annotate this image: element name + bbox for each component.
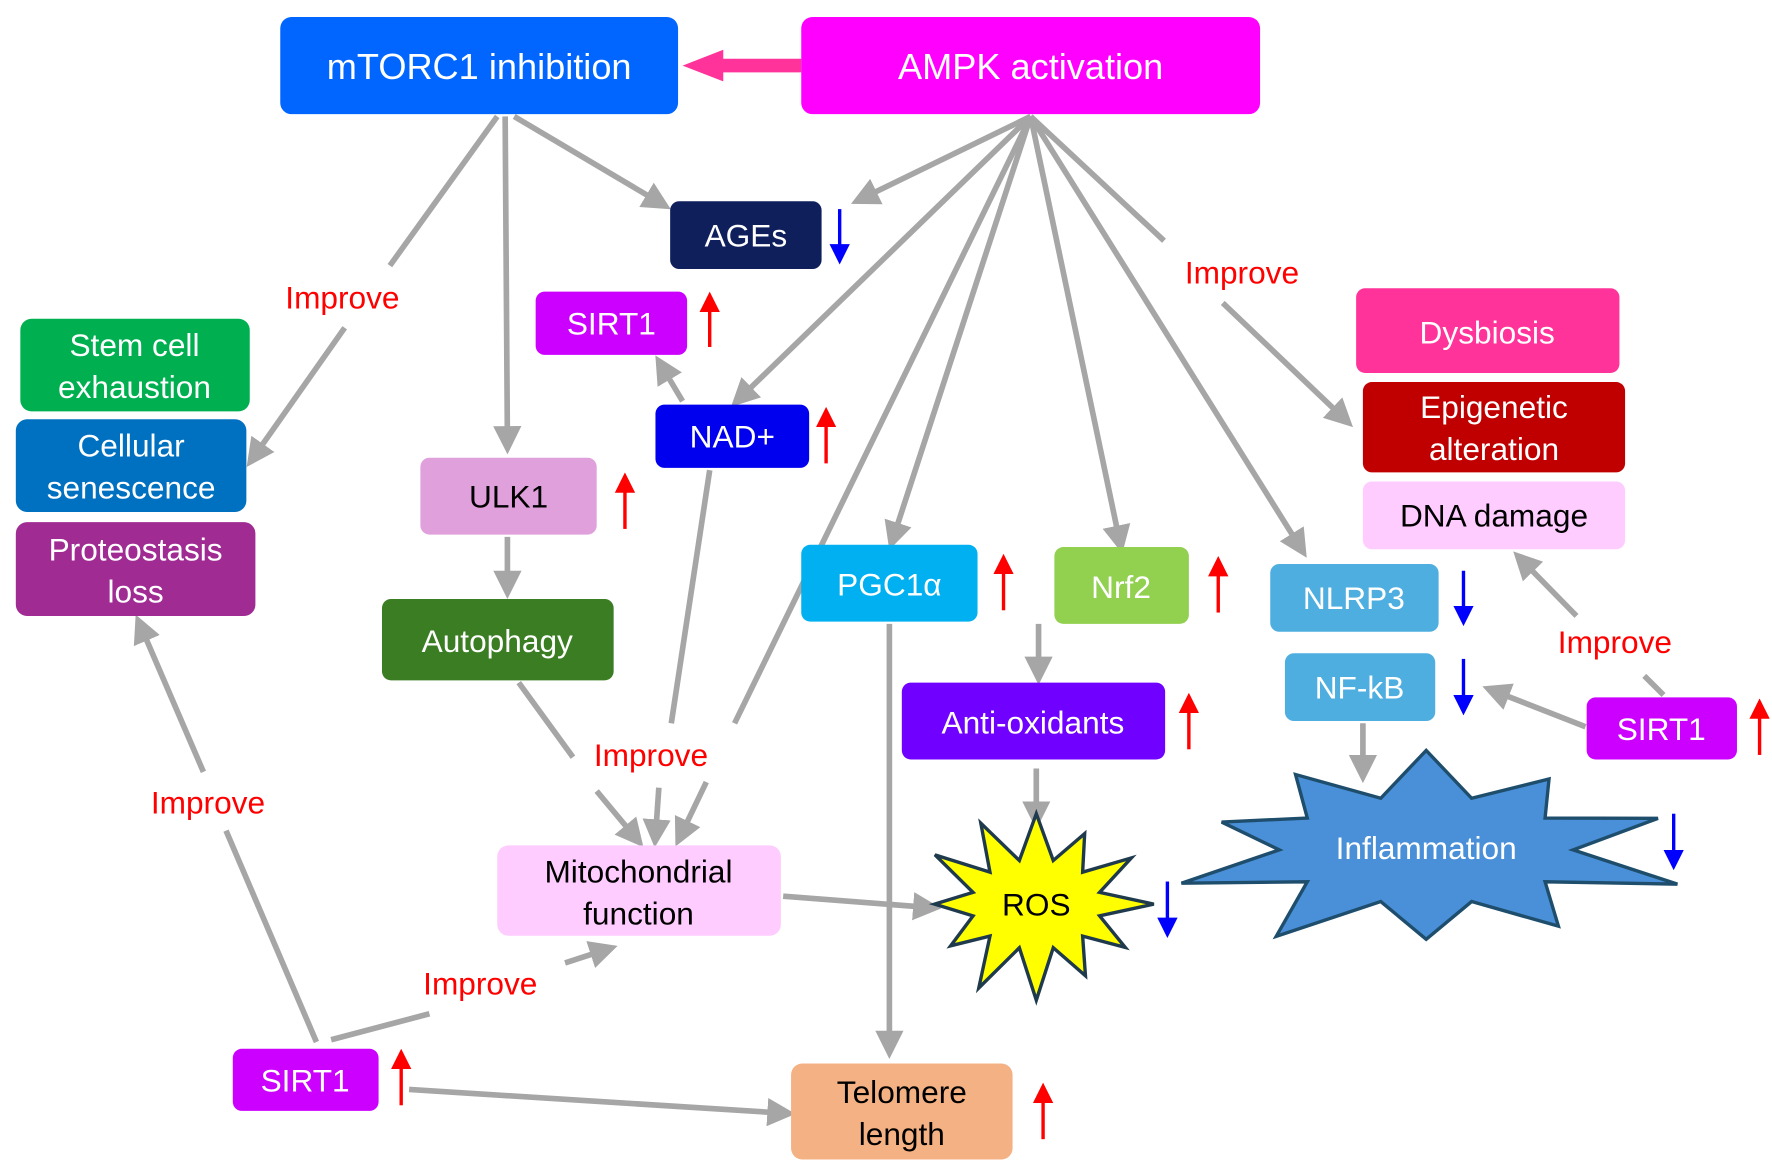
- node-proteostasis-loss: Proteostasis loss: [15, 522, 256, 616]
- node-nad: NAD+: [655, 404, 810, 468]
- node-sirt1-bottom: SIRT1: [232, 1048, 379, 1111]
- node-stem-cell-exhaustion: Stem cell exhaustion: [20, 318, 250, 412]
- ampk-to-mtorc1-arrow: [682, 49, 802, 82]
- svg-text:Nrf2: Nrf2: [1091, 569, 1151, 605]
- svg-text:mTORC1 inhibition: mTORC1 inhibition: [327, 46, 632, 87]
- node-epigenetic-alteration: Epigenetic alteration: [1362, 382, 1626, 473]
- improve-label: Improve: [151, 785, 265, 821]
- svg-text:Anti-oxidants: Anti-oxidants: [941, 704, 1124, 740]
- node-nlrp3: NLRP3: [1270, 563, 1439, 632]
- svg-text:exhaustion: exhaustion: [58, 369, 211, 405]
- svg-text:AGEs: AGEs: [705, 217, 788, 253]
- node-autophagy: Autophagy: [381, 598, 614, 681]
- node-sirt1-top: SIRT1: [535, 291, 688, 355]
- node-nrf2: Nrf2: [1054, 547, 1189, 624]
- connector-arrows: [133, 113, 1666, 1127]
- svg-text:Stem cell: Stem cell: [69, 327, 199, 363]
- svg-text:length: length: [859, 1116, 945, 1152]
- svg-text:Proteostasis: Proteostasis: [49, 532, 223, 568]
- node-ros: ROS: [928, 808, 1155, 1006]
- svg-text:PGC1α: PGC1α: [837, 567, 941, 603]
- node-inflammation: Inflammation: [1180, 747, 1678, 942]
- change-indicators: [391, 209, 1770, 1140]
- svg-text:senescence: senescence: [47, 469, 216, 505]
- svg-text:Mitochondrial: Mitochondrial: [544, 854, 732, 890]
- improve-label: Improve: [423, 966, 537, 1002]
- node-antioxidants: Anti-oxidants: [901, 682, 1166, 760]
- svg-text:Cellular: Cellular: [77, 428, 184, 464]
- svg-text:alteration: alteration: [1429, 431, 1559, 467]
- node-dysbiosis: Dysbiosis: [1356, 288, 1620, 373]
- svg-text:NLRP3: NLRP3: [1303, 580, 1405, 616]
- svg-text:Autophagy: Autophagy: [422, 623, 573, 659]
- node-nfkb: NF-kB: [1284, 653, 1436, 722]
- svg-text:Dysbiosis: Dysbiosis: [1420, 315, 1555, 351]
- node-ulk1: ULK1: [420, 457, 597, 535]
- improve-label: Improve: [594, 737, 708, 773]
- node-telomere-length: Telomere length: [791, 1063, 1013, 1160]
- node-ages: AGEs: [670, 201, 822, 270]
- node-cellular-senescence: Cellular senescence: [15, 419, 247, 512]
- node-pgc1a: PGC1α: [801, 544, 978, 622]
- svg-text:SIRT1: SIRT1: [1617, 711, 1706, 747]
- svg-text:Inflammation: Inflammation: [1336, 830, 1517, 866]
- svg-text:AMPK activation: AMPK activation: [898, 46, 1163, 87]
- svg-text:Telomere: Telomere: [837, 1074, 967, 1110]
- improve-label: Improve: [1558, 624, 1672, 660]
- node-ampk: AMPK activation: [801, 16, 1261, 115]
- improve-label: Improve: [1185, 255, 1299, 291]
- svg-text:SIRT1: SIRT1: [567, 306, 656, 342]
- node-mtorc1: mTORC1 inhibition: [280, 16, 679, 115]
- svg-text:DNA damage: DNA damage: [1400, 498, 1588, 534]
- svg-text:NF-kB: NF-kB: [1315, 669, 1405, 705]
- svg-text:function: function: [583, 895, 694, 931]
- node-dna-damage: DNA damage: [1362, 481, 1626, 550]
- svg-text:loss: loss: [107, 573, 163, 609]
- svg-text:ROS: ROS: [1002, 886, 1071, 922]
- svg-text:NAD+: NAD+: [690, 419, 775, 455]
- node-mitochondrial-function: Mitochondrial function: [497, 845, 781, 936]
- improve-label: Improve: [285, 280, 399, 316]
- svg-text:Epigenetic: Epigenetic: [1420, 389, 1568, 425]
- node-sirt1-right: SIRT1: [1586, 697, 1737, 760]
- svg-text:ULK1: ULK1: [469, 478, 548, 514]
- svg-text:SIRT1: SIRT1: [261, 1063, 350, 1099]
